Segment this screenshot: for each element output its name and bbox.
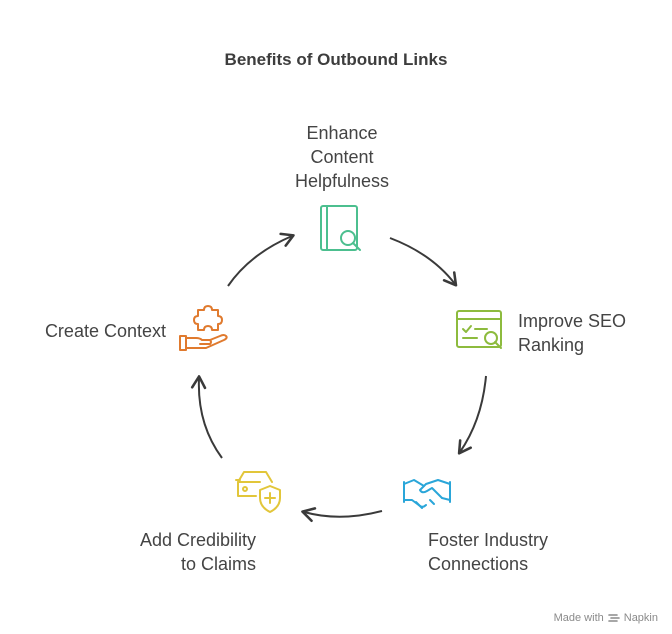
footer-brand: Napkin <box>623 612 658 624</box>
arrow-2-to-3 <box>457 375 487 455</box>
handshake-icon <box>403 479 451 509</box>
step-label-line: Create Context <box>44 321 166 341</box>
step-label-line: to Claims <box>180 554 256 574</box>
step-label-line: Connections <box>428 554 529 574</box>
puzzle-hand-icon <box>179 305 228 351</box>
step-label-enhance-content: Enhance Content Helpfulness <box>270 121 414 193</box>
diagram-title: Benefits of Outbound Links <box>224 50 448 69</box>
napkin-logo-icon <box>607 614 620 622</box>
step-label-create-context: Create Context <box>20 319 166 343</box>
step-label-line: Add Credibility <box>139 530 256 550</box>
step-label-line: Ranking <box>518 335 585 355</box>
step-label-line: Enhance <box>306 123 378 143</box>
book-search-icon <box>320 205 361 251</box>
footer-watermark: Made with Napkin <box>554 612 658 624</box>
step-label-line: Content <box>310 147 374 167</box>
step-label-add-credibility: Add Credibility to Claims <box>80 528 256 576</box>
footer-made-with: Made with <box>553 612 604 624</box>
car-shield-icon <box>235 471 281 513</box>
arrow-1-to-2 <box>389 237 458 287</box>
arrow-3-to-4 <box>301 507 383 523</box>
browser-search-icon <box>456 310 502 349</box>
step-label-line: Foster Industry <box>428 530 549 550</box>
step-label-line: Helpfulness <box>294 171 390 191</box>
step-label-foster-industry: Foster Industry Connections <box>428 528 608 576</box>
arrow-4-to-5 <box>190 375 223 459</box>
step-label-line: Improve SEO <box>518 311 627 331</box>
arrow-5-to-1 <box>227 232 295 287</box>
step-label-improve-seo: Improve SEO Ranking <box>518 309 668 357</box>
